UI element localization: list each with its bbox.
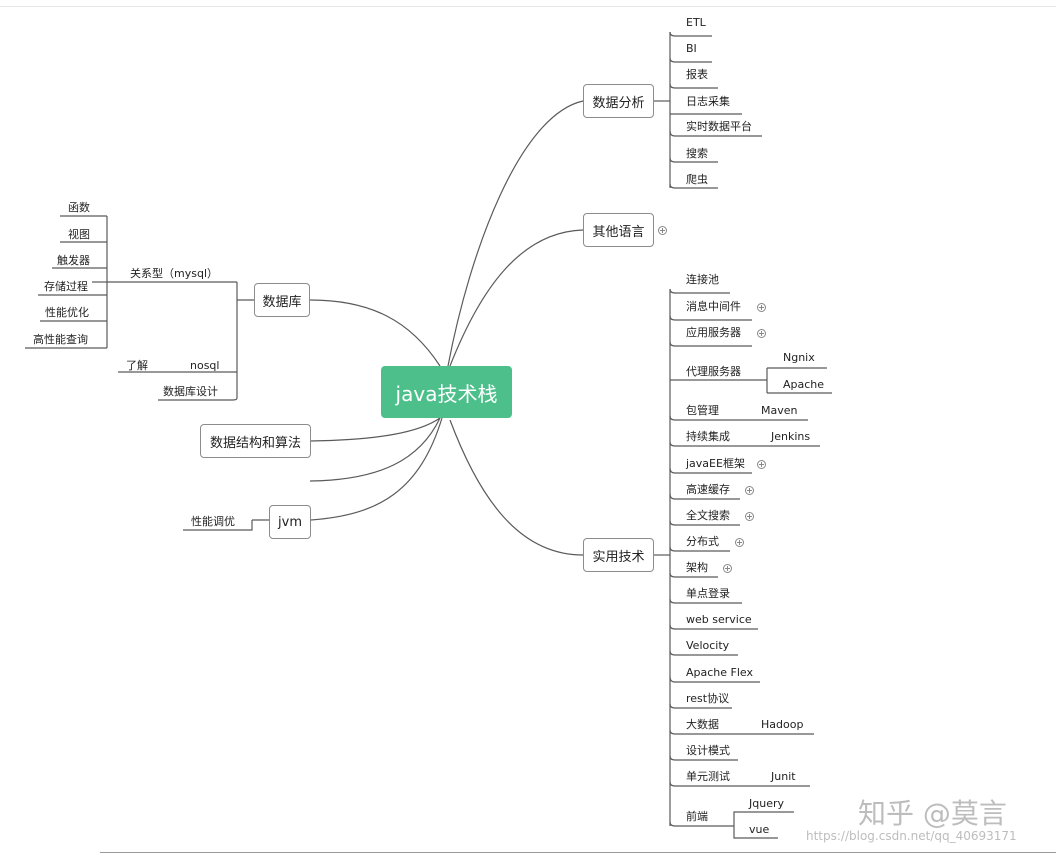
leaf-ci[interactable]: 持续集成 xyxy=(686,430,730,443)
node-data-structures[interactable]: 数据结构和算法 xyxy=(200,424,311,458)
leaf-views[interactable]: 视图 xyxy=(68,228,90,241)
leaf-frontend[interactable]: 前端 xyxy=(686,810,708,823)
leaf-hadoop[interactable]: Hadoop xyxy=(761,718,804,731)
node-database[interactable]: 数据库 xyxy=(254,283,310,317)
leaf-stored-procedures[interactable]: 存储过程 xyxy=(44,280,88,293)
leaf-report[interactable]: 报表 xyxy=(686,68,708,81)
leaf-fulltext-search[interactable]: 全文搜索 xyxy=(686,509,730,522)
expand-icon[interactable] xyxy=(757,460,766,469)
leaf-message-middleware[interactable]: 消息中间件 xyxy=(686,300,741,313)
leaf-search[interactable]: 搜索 xyxy=(686,147,708,160)
leaf-ngnix[interactable]: Ngnix xyxy=(783,351,815,364)
leaf-big-data[interactable]: 大数据 xyxy=(686,718,719,731)
leaf-sso[interactable]: 单点登录 xyxy=(686,587,730,600)
leaf-jenkins[interactable]: Jenkins xyxy=(771,430,811,443)
leaf-understand[interactable]: 了解 xyxy=(126,359,148,372)
leaf-proxy-server[interactable]: 代理服务器 xyxy=(686,365,741,378)
leaf-performance-tuning[interactable]: 性能优化 xyxy=(45,306,89,319)
node-db-design[interactable]: 数据库设计 xyxy=(163,385,218,398)
leaf-web-service[interactable]: web service xyxy=(686,613,752,626)
leaf-functions[interactable]: 函数 xyxy=(68,201,90,214)
node-jvm[interactable]: jvm xyxy=(269,505,311,539)
watermark-brand: 知乎 @莫言 xyxy=(858,797,1007,830)
leaf-maven[interactable]: Maven xyxy=(761,404,798,417)
leaf-vue[interactable]: vue xyxy=(749,823,770,836)
bottom-border xyxy=(100,852,1056,853)
leaf-design-patterns[interactable]: 设计模式 xyxy=(686,744,730,757)
expand-icon[interactable] xyxy=(723,564,732,573)
leaf-javaee-framework[interactable]: javaEE框架 xyxy=(686,457,745,470)
leaf-architecture[interactable]: 架构 xyxy=(686,561,708,574)
leaf-velocity[interactable]: Velocity xyxy=(686,639,730,652)
node-other-languages[interactable]: 其他语言 xyxy=(583,213,654,247)
leaf-realtime-platform[interactable]: 实时数据平台 xyxy=(686,120,752,133)
leaf-triggers[interactable]: 触发器 xyxy=(57,254,90,267)
expand-icon[interactable] xyxy=(658,226,667,235)
leaf-apache[interactable]: Apache xyxy=(783,378,825,391)
expand-icon[interactable] xyxy=(745,512,754,521)
leaf-crawler[interactable]: 爬虫 xyxy=(686,173,708,186)
leaf-app-server[interactable]: 应用服务器 xyxy=(686,326,741,339)
expand-icon[interactable] xyxy=(757,329,766,338)
expand-icon[interactable] xyxy=(735,538,744,547)
node-data-analysis[interactable]: 数据分析 xyxy=(583,84,654,118)
leaf-log-collection[interactable]: 日志采集 xyxy=(686,95,730,108)
leaf-etl[interactable]: ETL xyxy=(686,16,706,29)
node-relational[interactable]: 关系型（mysql） xyxy=(130,267,218,280)
leaf-distributed[interactable]: 分布式 xyxy=(686,535,719,548)
leaf-connection-pool[interactable]: 连接池 xyxy=(686,273,719,286)
node-practical-tech[interactable]: 实用技术 xyxy=(583,538,654,572)
leaf-rest[interactable]: rest协议 xyxy=(686,692,730,705)
leaf-unit-test[interactable]: 单元测试 xyxy=(686,770,730,783)
expand-icon[interactable] xyxy=(745,486,754,495)
leaf-bi[interactable]: BI xyxy=(686,42,697,55)
leaf-package-mgmt[interactable]: 包管理 xyxy=(686,404,719,417)
leaf-jquery[interactable]: Jquery xyxy=(749,797,784,810)
node-nosql[interactable]: nosql xyxy=(190,359,220,372)
leaf-apache-flex[interactable]: Apache Flex xyxy=(686,666,753,679)
leaf-cache[interactable]: 高速缓存 xyxy=(686,483,730,496)
leaf-high-perf-query[interactable]: 高性能查询 xyxy=(33,333,88,346)
top-border xyxy=(0,6,1056,7)
root-node[interactable]: java技术栈 xyxy=(381,366,512,418)
expand-icon[interactable] xyxy=(757,303,766,312)
watermark-url: https://blog.csdn.net/qq_40693171 xyxy=(806,829,1017,843)
leaf-junit[interactable]: Junit xyxy=(771,770,796,783)
leaf-perf-tuning-jvm[interactable]: 性能调优 xyxy=(191,515,235,528)
